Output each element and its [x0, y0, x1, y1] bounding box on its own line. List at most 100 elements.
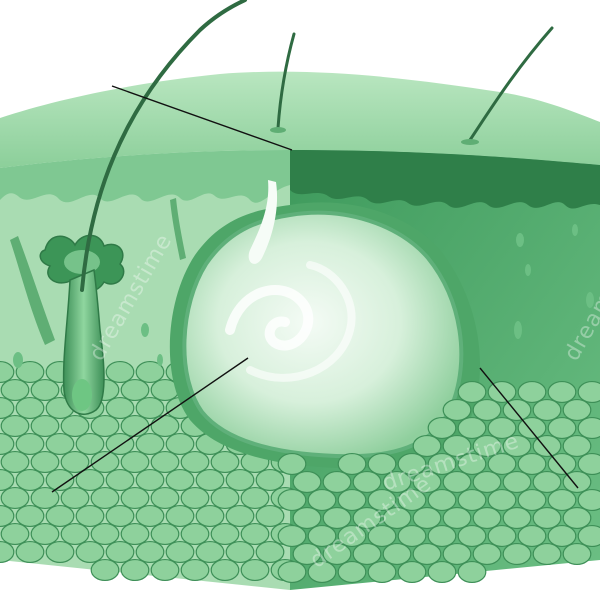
- fat-cell-icon: [457, 452, 487, 476]
- fat-cell-icon: [427, 452, 457, 476]
- fat-cell-icon: [427, 560, 457, 584]
- fat-cell-icon: [367, 488, 397, 512]
- fat-cell-layer: [0, 360, 300, 582]
- fat-cell-icon: [427, 488, 457, 512]
- fat-cell-icon: [60, 486, 90, 510]
- fat-cell-icon: [577, 488, 600, 512]
- fat-cell-icon: [532, 542, 562, 566]
- fat-cell-icon: [120, 522, 150, 546]
- fat-cell-icon: [150, 414, 180, 438]
- fat-cell-icon: [277, 560, 307, 584]
- fat-cell-icon: [45, 468, 75, 492]
- pointer-epidermis: [111, 85, 293, 151]
- fat-cell-icon: [0, 450, 30, 474]
- fat-cell-icon: [60, 522, 90, 546]
- fat-cell-icon: [472, 434, 502, 458]
- fat-cell-icon: [0, 432, 15, 456]
- fat-cell-icon: [30, 414, 60, 438]
- fat-cell-icon: [502, 398, 532, 422]
- fat-cell-icon: [105, 396, 135, 420]
- fat-cell-icon: [15, 432, 45, 456]
- fat-cell-icon: [547, 488, 577, 512]
- fat-cell-icon: [502, 542, 532, 566]
- fat-cell-icon: [577, 380, 600, 404]
- fat-cell-icon: [120, 414, 150, 438]
- fat-cell-icon: [412, 434, 442, 458]
- fat-cell-icon: [105, 432, 135, 456]
- fat-cell-icon: [75, 432, 105, 456]
- muscle-strand-2: [170, 198, 186, 260]
- fat-cell-icon: [180, 450, 210, 474]
- fat-cell-icon: [457, 560, 487, 584]
- fat-cell-icon: [30, 522, 60, 546]
- fat-cell-icon: [397, 560, 427, 584]
- fat-cell-icon: [60, 450, 90, 474]
- fat-cell-icon: [397, 488, 427, 512]
- fat-cell-icon: [562, 506, 592, 530]
- fat-cell-icon: [337, 560, 367, 584]
- fat-cell-icon: [15, 468, 45, 492]
- fat-cell-icon: [225, 504, 255, 528]
- fat-cell-icon: [105, 468, 135, 492]
- fat-cell-icon: [352, 542, 382, 566]
- fat-cell-icon: [0, 468, 15, 492]
- fat-cell-icon: [120, 450, 150, 474]
- fat-cell-icon: [577, 524, 600, 548]
- fat-cell-icon: [165, 432, 195, 456]
- fat-cell-icon: [337, 524, 367, 548]
- fat-cell-icon: [255, 468, 285, 492]
- fat-cell-icon: [562, 434, 592, 458]
- fat-cell-icon: [487, 416, 517, 440]
- fat-cell-icon: [30, 486, 60, 510]
- fat-cell-icon: [180, 522, 210, 546]
- fat-cell-icon: [307, 524, 337, 548]
- fat-cell-icon: [337, 488, 367, 512]
- fat-cell-icon: [0, 378, 30, 402]
- fat-cell-icon: [547, 524, 577, 548]
- fat-cell-icon: [0, 486, 30, 510]
- hair-icon-3: [468, 26, 554, 142]
- fat-cell-icon: [255, 504, 285, 528]
- fat-cell-icon: [517, 488, 547, 512]
- fat-cell-icon: [105, 540, 135, 564]
- fat-cell-icon: [412, 470, 442, 494]
- fat-cell-icon: [532, 398, 562, 422]
- fat-cell-icon: [135, 432, 165, 456]
- fat-cell-icon: [427, 524, 457, 548]
- fat-cell-icon: [75, 468, 105, 492]
- fat-cell-icon: [135, 396, 165, 420]
- fat-cell-icon: [120, 558, 150, 582]
- fat-cell-icon: [487, 380, 517, 404]
- hair-pore: [270, 127, 286, 133]
- fat-cell-icon: [292, 470, 322, 494]
- fat-cell-icon: [0, 414, 30, 438]
- fat-cell-icon: [45, 432, 75, 456]
- fat-cell-icon: [307, 560, 337, 584]
- fat-cell-icon: [240, 522, 270, 546]
- fat-cell-icon: [397, 524, 427, 548]
- fat-cell-icon: [457, 524, 487, 548]
- fat-cell-icon: [277, 452, 307, 476]
- fat-cell-icon: [457, 488, 487, 512]
- hair-pore-2: [461, 139, 479, 145]
- fat-cell-icon: [562, 542, 592, 566]
- fat-cell-icon: [30, 378, 60, 402]
- fat-cell-icon: [352, 506, 382, 530]
- fat-cell-icon: [240, 558, 270, 582]
- fat-cell-icon: [210, 558, 240, 582]
- fat-cell-icon: [75, 540, 105, 564]
- fat-cell-icon: [255, 540, 285, 564]
- fat-cell-icon: [135, 504, 165, 528]
- fat-cell-icon: [487, 452, 517, 476]
- muscle-strand: [10, 236, 55, 345]
- fat-cell-icon: [502, 434, 532, 458]
- fat-cell-icon: [577, 452, 600, 476]
- fat-cell-icon: [472, 398, 502, 422]
- fat-cell-icon: [412, 542, 442, 566]
- fat-cell-icon: [472, 470, 502, 494]
- pointer-cyst-wall: [479, 367, 579, 489]
- fat-cell-icon: [150, 486, 180, 510]
- epidermis-top-surface: [0, 71, 600, 168]
